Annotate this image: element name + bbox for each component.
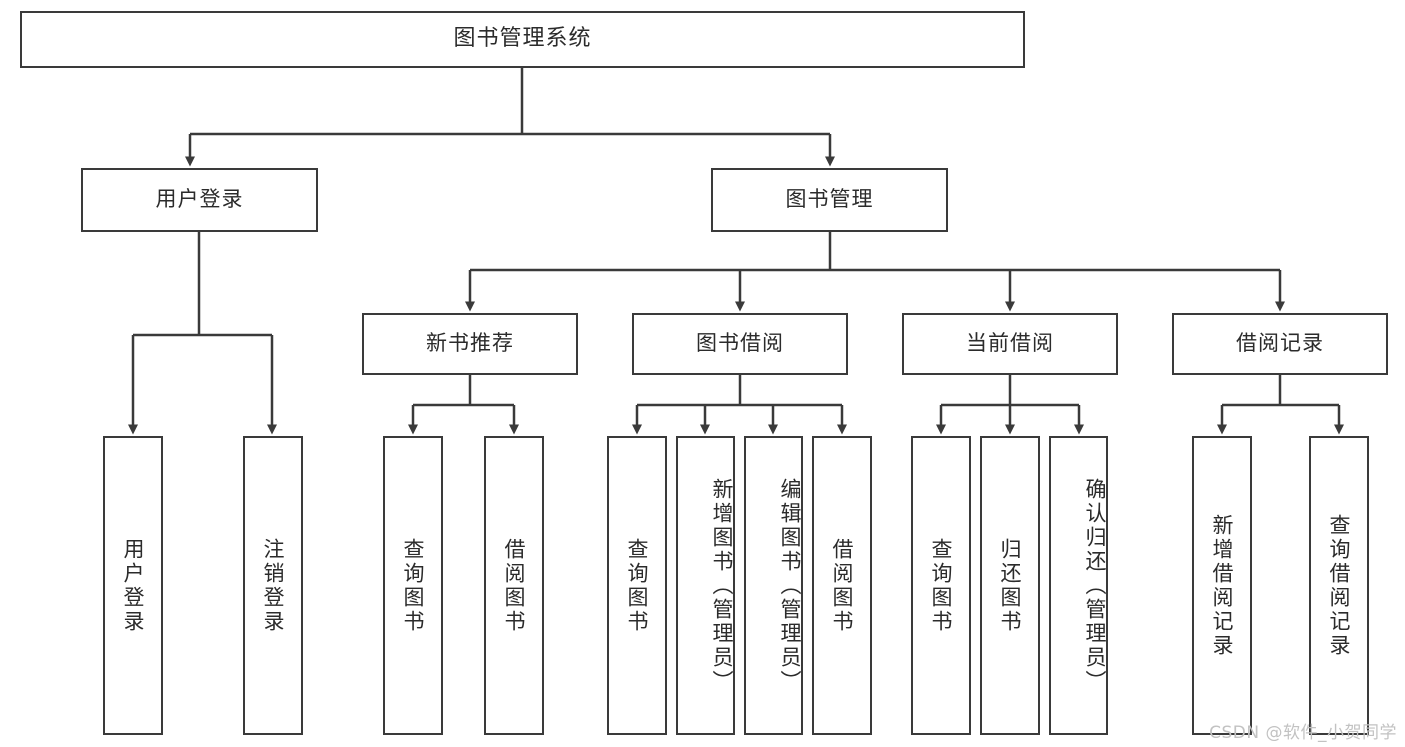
node-book-management[interactable]: 图书管理 [711, 168, 948, 232]
node-current-borrow[interactable]: 当前借阅 [902, 313, 1118, 375]
node-borrow-record[interactable]: 借阅记录 [1172, 313, 1388, 375]
node-root[interactable]: 图书管理系统 [20, 11, 1025, 68]
leaf-borrow-borrow-book[interactable]: 借阅图书 [812, 436, 872, 735]
leaf-login-logout[interactable]: 注销登录 [243, 436, 303, 735]
node-user-login[interactable]: 用户登录 [81, 168, 318, 232]
leaf-borrow-add-book-admin[interactable]: 新增图书（管理员） [676, 436, 735, 735]
leaf-login-user-login[interactable]: 用户登录 [103, 436, 163, 735]
node-book-borrow[interactable]: 图书借阅 [632, 313, 848, 375]
leaf-borrow-edit-book-admin[interactable]: 编辑图书（管理员） [744, 436, 803, 735]
leaf-borrow-query-book[interactable]: 查询图书 [607, 436, 667, 735]
leaf-newbook-borrow-book[interactable]: 借阅图书 [484, 436, 544, 735]
leaf-current-return-book[interactable]: 归还图书 [980, 436, 1040, 735]
leaf-current-query-book[interactable]: 查询图书 [911, 436, 971, 735]
node-new-book-recommend[interactable]: 新书推荐 [362, 313, 578, 375]
leaf-record-query-borrow-record[interactable]: 查询借阅记录 [1309, 436, 1369, 735]
leaf-record-add-borrow-record[interactable]: 新增借阅记录 [1192, 436, 1252, 735]
leaf-newbook-query-book[interactable]: 查询图书 [383, 436, 443, 735]
leaf-current-confirm-return-admin[interactable]: 确认归还（管理员） [1049, 436, 1108, 735]
